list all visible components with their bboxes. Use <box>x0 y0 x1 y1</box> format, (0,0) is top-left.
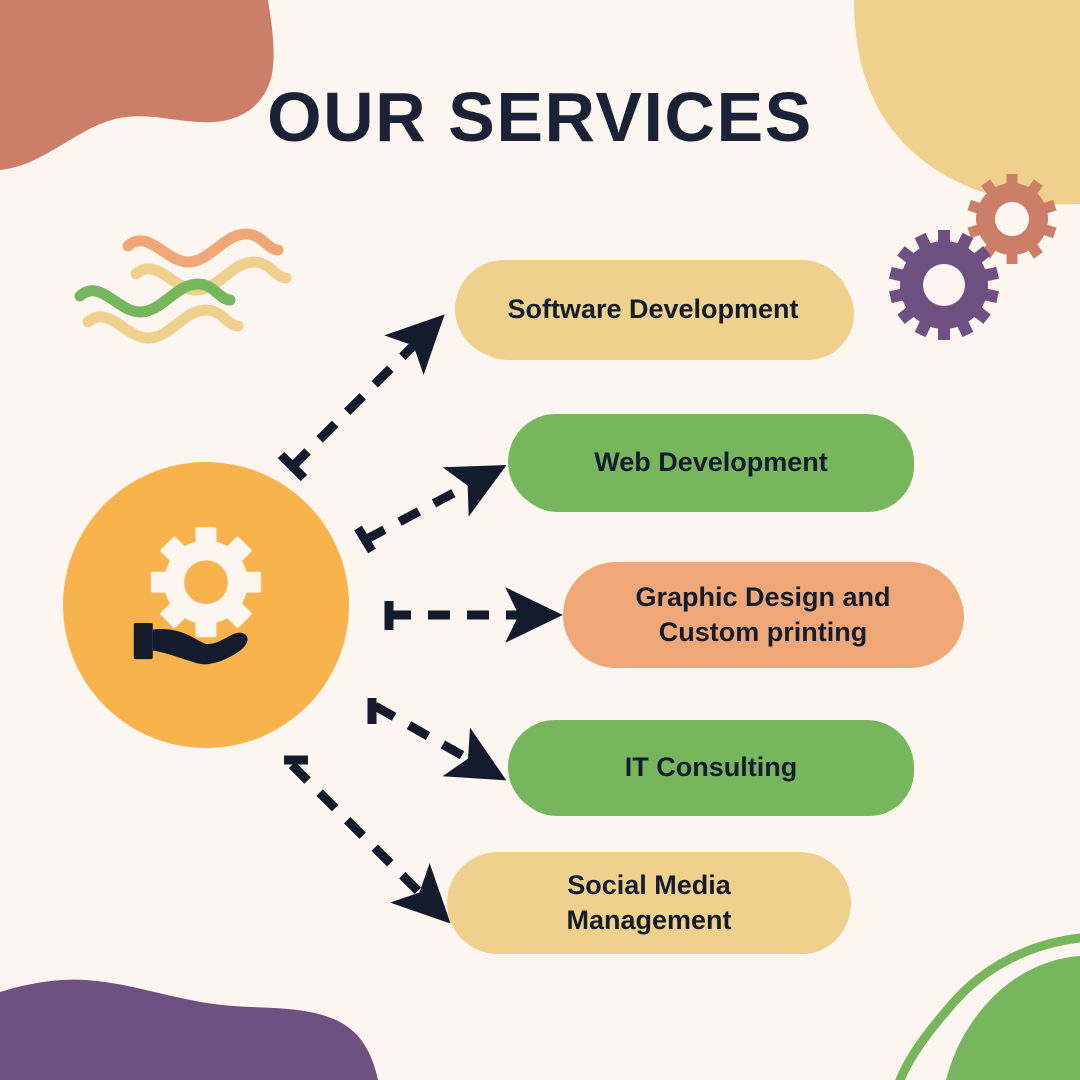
squiggle-green <box>74 278 236 318</box>
service-pill-web-development[interactable]: Web Development <box>508 414 914 510</box>
central-hub-circle[interactable] <box>63 462 349 748</box>
service-label: Graphic Design and Custom printing <box>635 582 891 647</box>
blob-bottom-left <box>0 979 378 1080</box>
connector-arrow-1 <box>277 314 445 482</box>
gear-small-icon <box>967 174 1057 264</box>
arc-accent-bottom-right <box>895 933 1080 1080</box>
squiggle-salmon <box>122 228 284 268</box>
service-pill-social-media-management[interactable]: Social Media Management <box>447 852 851 954</box>
service-label: IT Consulting <box>624 751 798 782</box>
connector-arrow-4 <box>367 698 507 781</box>
page-title: OUR SERVICES <box>267 78 813 156</box>
service-label: Web Development <box>594 446 828 477</box>
blob-bottom-right <box>946 956 1080 1080</box>
service-label: Software Development <box>507 293 799 324</box>
service-pill-it-consulting[interactable]: IT Consulting <box>508 720 914 814</box>
gear-in-hand-icon <box>133 527 262 665</box>
connector-arrow-3 <box>384 587 563 643</box>
gear-large-icon <box>889 230 999 340</box>
service-pill-software-development[interactable]: Software Development <box>455 260 851 358</box>
squiggle-tan-1 <box>130 256 292 296</box>
connector-arrow-2 <box>354 464 507 554</box>
squiggle-tan-2 <box>82 304 244 344</box>
service-label: Social Media Management <box>566 870 732 935</box>
service-pill-graphic-design[interactable]: Graphic Design and Custom printing <box>563 562 963 668</box>
squiggle-decorations <box>74 228 292 344</box>
connector-arrow-5 <box>284 755 451 924</box>
